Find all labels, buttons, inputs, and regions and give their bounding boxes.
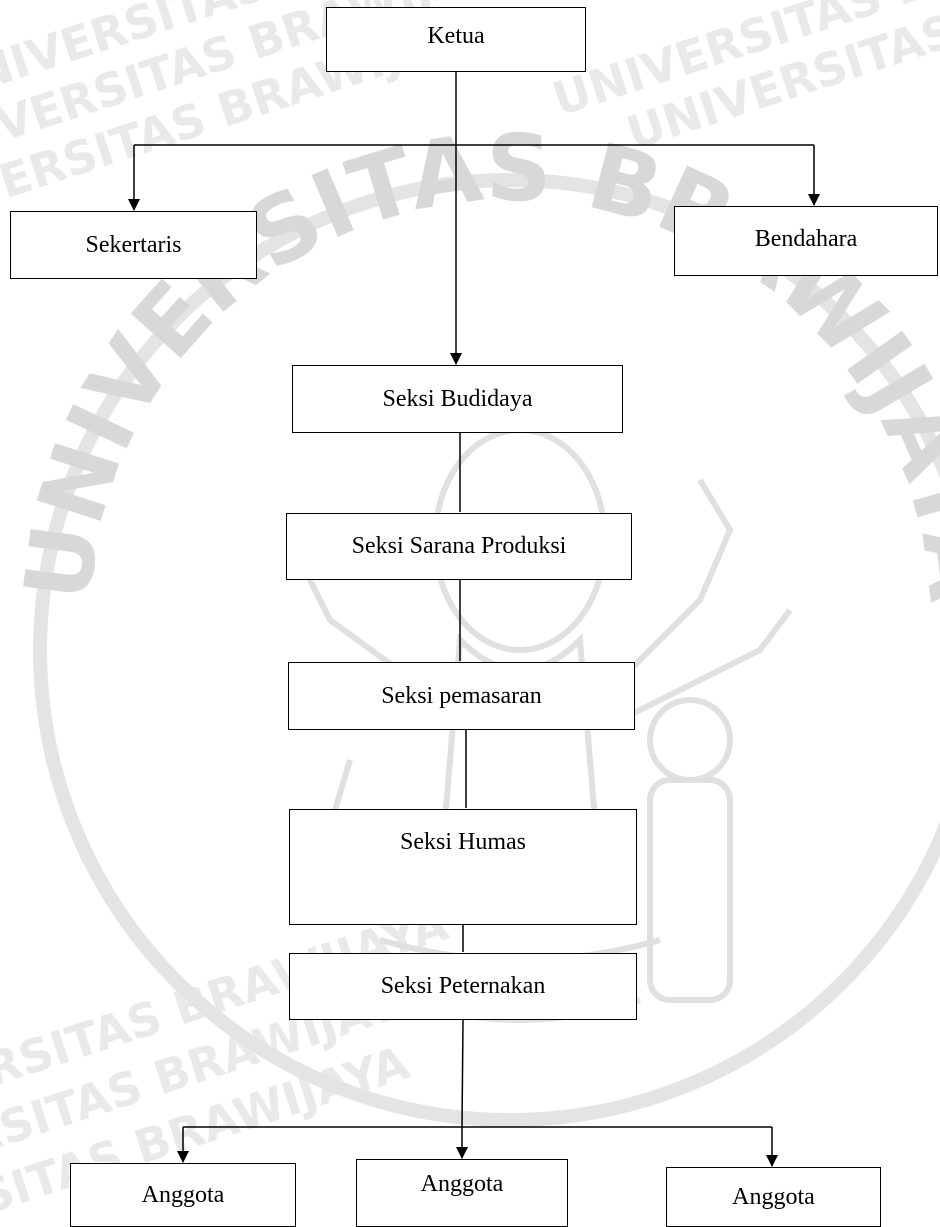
node-anggota-2-label: Anggota bbox=[420, 1171, 504, 1197]
node-anggota-1: Anggota bbox=[70, 1163, 296, 1227]
node-seksi-peternakan-label: Seksi Peternakan bbox=[380, 973, 546, 1000]
seal-ring bbox=[33, 173, 940, 1127]
node-bendahara: Bendahara bbox=[674, 206, 938, 276]
node-anggota-3-label: Anggota bbox=[732, 1183, 815, 1210]
node-ketua-label: Ketua bbox=[427, 23, 485, 49]
node-seksi-pemasaran: Seksi pemasaran bbox=[288, 662, 635, 730]
node-seksi-budidaya: Seksi Budidaya bbox=[292, 365, 623, 433]
node-ketua: Ketua bbox=[326, 7, 586, 72]
node-seksi-humas: Seksi Humas bbox=[289, 809, 637, 925]
node-seksi-budidaya-label: Seksi Budidaya bbox=[382, 385, 533, 412]
node-seksi-pemasaran-label: Seksi pemasaran bbox=[381, 682, 542, 709]
node-sekertaris-label: Sekertaris bbox=[85, 231, 182, 258]
connector-peternakan-down bbox=[461, 1019, 464, 1128]
node-seksi-humas-label: Seksi Humas bbox=[400, 829, 526, 855]
node-seksi-peternakan: Seksi Peternakan bbox=[289, 953, 637, 1020]
node-anggota-1-label: Anggota bbox=[141, 1181, 225, 1208]
node-anggota-2: Anggota bbox=[356, 1159, 568, 1227]
node-seksi-sarana-produksi-label: Seksi Sarana Produksi bbox=[351, 533, 567, 560]
node-sekertaris: Sekertaris bbox=[10, 211, 257, 279]
node-seksi-sarana-produksi: Seksi Sarana Produksi bbox=[286, 513, 632, 580]
node-bendahara-label: Bendahara bbox=[754, 226, 858, 252]
node-anggota-3: Anggota bbox=[666, 1167, 881, 1227]
